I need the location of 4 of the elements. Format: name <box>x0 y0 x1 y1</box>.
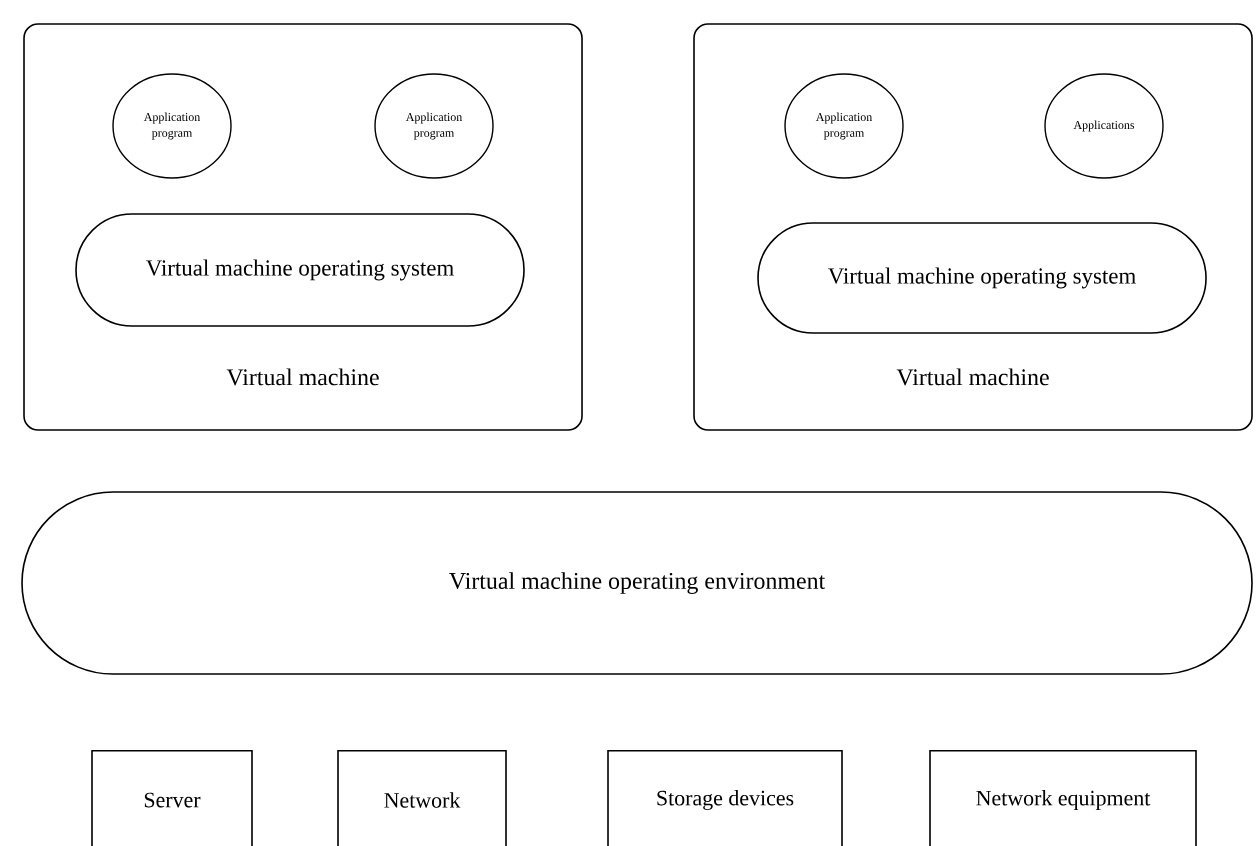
hardware-box: Storage devices <box>607 750 843 846</box>
hardware-box: Network equipment <box>929 750 1197 846</box>
hardware-box: Network <box>337 750 507 846</box>
hardware-box: Server <box>91 750 253 846</box>
